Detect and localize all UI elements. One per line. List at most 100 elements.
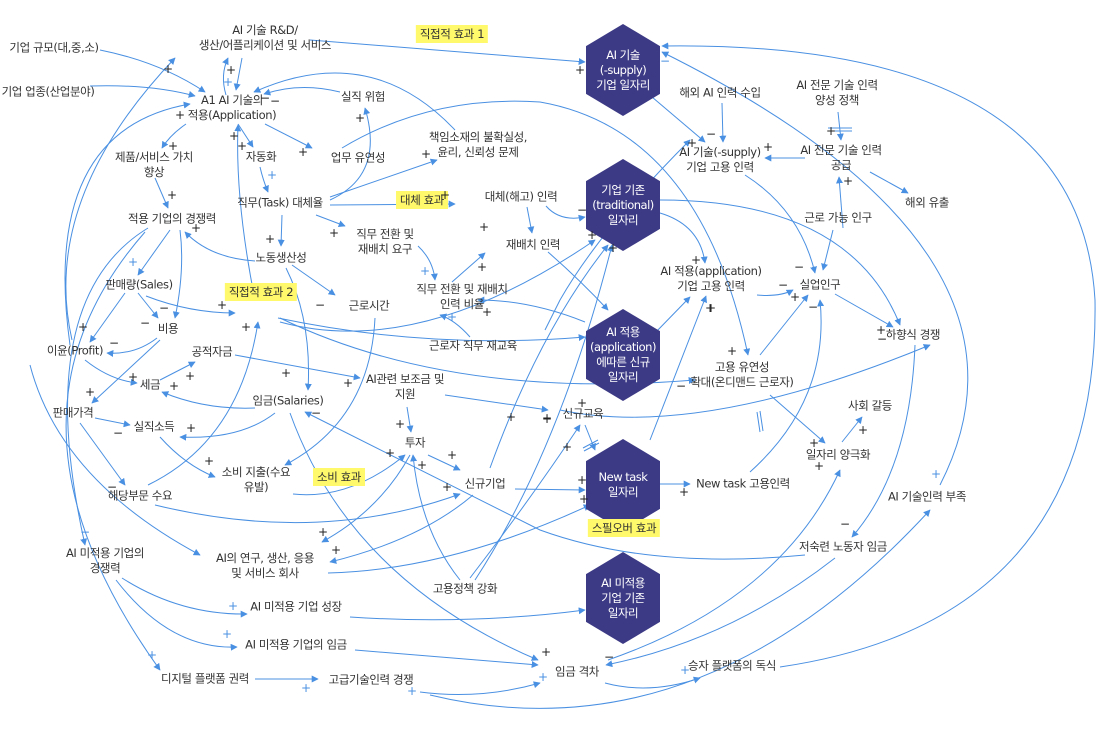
effect-label-direct2: 직접적 효과 2 bbox=[224, 283, 298, 301]
positive-polarity-sign: + bbox=[690, 253, 702, 267]
delay-mark bbox=[828, 127, 852, 132]
variable-employment-policy: 고용정책 강화 bbox=[433, 582, 498, 597]
delay-mark bbox=[582, 439, 600, 452]
variable-label-line: 적용(Application) bbox=[187, 108, 277, 122]
variable-label-line: AI관련 보조금 및 bbox=[365, 372, 445, 386]
variable-label-line: 직무(Task) 대체율 bbox=[237, 195, 323, 210]
variable-label-line: 근로자 직무 재교육 bbox=[429, 338, 517, 353]
variable-label-line: 실직소득 bbox=[133, 419, 175, 434]
variable-flexibility: 업무 유연성 bbox=[331, 151, 386, 166]
variable-label-line: 공적자금 bbox=[191, 344, 233, 359]
positive-polarity-sign: + bbox=[446, 448, 458, 462]
causal-link-arrow bbox=[659, 212, 708, 264]
positive-polarity-sign: + bbox=[857, 423, 869, 437]
positive-polarity-sign: + bbox=[264, 232, 276, 246]
negative-polarity-sign: − bbox=[269, 94, 281, 108]
variable-winner-platform: 승자 플랫폼의 독식 bbox=[688, 659, 776, 674]
positive-polarity-sign: + bbox=[446, 310, 458, 324]
variable-label-line: AI 기술 R&D/ bbox=[232, 23, 298, 37]
causal-link-arrow bbox=[263, 86, 341, 96]
causal-link-arrow bbox=[661, 51, 969, 486]
variable-talent-shortage: AI 기술인력 부족 bbox=[888, 490, 966, 505]
positive-polarity-sign: + bbox=[236, 139, 248, 153]
positive-polarity-sign: + bbox=[84, 385, 96, 399]
causal-link-arrow bbox=[419, 681, 541, 696]
positive-polarity-sign: + bbox=[586, 228, 598, 242]
causal-link-arrow bbox=[147, 321, 261, 486]
variable-salaries: 임금(Salaries) bbox=[253, 394, 324, 409]
causal-link-arrow bbox=[469, 424, 581, 579]
causal-link-arrow bbox=[451, 252, 486, 283]
causal-link-arrow bbox=[65, 231, 161, 671]
causal-link-arrow bbox=[292, 454, 406, 496]
causal-link-arrow bbox=[851, 344, 916, 538]
variable-new-firms: 신규기업 bbox=[465, 477, 506, 492]
causal-link-arrow bbox=[410, 454, 461, 581]
causal-link-arrow bbox=[604, 676, 701, 689]
causal-link-arrow bbox=[756, 289, 794, 297]
positive-polarity-sign: + bbox=[419, 264, 431, 278]
causal-link-arrow bbox=[115, 579, 238, 651]
variable-label-line: 유발) bbox=[243, 480, 269, 494]
variable-label-line: 기업 업종(산업분야) bbox=[1, 84, 95, 99]
variable-label-line: 이윤(Profit) bbox=[46, 343, 104, 358]
positive-polarity-sign: + bbox=[678, 485, 690, 499]
causal-link-arrow bbox=[99, 49, 206, 93]
variable-label-line: 지원 bbox=[394, 387, 416, 401]
variable-label-line: 대체(해고) 인력 bbox=[484, 189, 558, 204]
negative-polarity-sign: − bbox=[603, 650, 615, 664]
variable-public-fund: 공적자금 bbox=[192, 345, 233, 360]
causal-link-arrow bbox=[341, 100, 751, 356]
positive-polarity-sign: + bbox=[762, 140, 774, 154]
causal-link-arrow bbox=[526, 206, 535, 234]
variable-nonadopt-wage: AI 미적용 기업의 임금 bbox=[245, 638, 347, 653]
causal-link-arrow bbox=[719, 102, 727, 143]
positive-polarity-sign: + bbox=[574, 63, 586, 77]
causal-link-arrow bbox=[321, 454, 411, 543]
variable-platform-power: 디지털 플랫폼 권력 bbox=[161, 672, 249, 687]
positive-polarity-sign: + bbox=[561, 440, 573, 454]
variable-label-line: AI 기술인력 부족 bbox=[887, 489, 967, 504]
variable-label-line: 확대(온디맨드 근로자) bbox=[690, 375, 794, 389]
variable-label-line: 양성 정책 bbox=[815, 93, 859, 107]
positive-polarity-sign: + bbox=[168, 379, 180, 393]
variable-label-line: 세금 bbox=[139, 377, 161, 392]
positive-polarity-sign: + bbox=[190, 221, 202, 235]
variable-label-line: AI 전문 기술 인력 bbox=[796, 78, 878, 92]
job-category-label-line: 기업 기존 bbox=[601, 590, 645, 605]
variable-foreign-import: 해외 AI 인력 수입 bbox=[679, 86, 761, 101]
positive-polarity-sign: + bbox=[127, 255, 139, 269]
causal-link-arrow bbox=[259, 166, 269, 193]
causal-link-arrow bbox=[769, 394, 826, 444]
variable-cost: 비용 bbox=[158, 322, 179, 337]
causal-link-arrow bbox=[759, 294, 809, 356]
negative-polarity-sign: − bbox=[79, 525, 91, 539]
job-category-hex-traditional: 기업 기존(traditional)일자리 bbox=[586, 159, 660, 251]
positive-polarity-sign: + bbox=[280, 366, 292, 380]
variable-label-line: 생산/어플리케이션 및 서비스 bbox=[198, 38, 332, 52]
job-category-label-line: AI 미적용 bbox=[601, 575, 645, 590]
variable-label-line: 노동생산성 bbox=[255, 250, 307, 265]
causal-link-arrow bbox=[67, 227, 149, 546]
causal-link-arrow bbox=[172, 229, 183, 319]
causal-link-arrow bbox=[427, 454, 461, 471]
variable-task-sub: 직무(Task) 대체율 bbox=[237, 196, 323, 211]
variable-label-line: 공급 bbox=[830, 158, 852, 172]
positive-polarity-sign: + bbox=[704, 301, 716, 315]
causal-link-arrow bbox=[327, 504, 591, 574]
negative-polarity-sign: − bbox=[310, 406, 322, 420]
negative-polarity-sign: − bbox=[675, 379, 687, 393]
positive-polarity-sign: + bbox=[77, 320, 89, 334]
causal-link-arrow bbox=[234, 124, 256, 301]
causal-link-arrow bbox=[264, 123, 313, 149]
causal-link-arrow bbox=[145, 295, 236, 317]
positive-polarity-sign: + bbox=[216, 298, 228, 312]
variable-label-line: 경쟁력 bbox=[89, 561, 121, 575]
causal-link-arrow bbox=[79, 422, 126, 486]
positive-polarity-sign: + bbox=[328, 226, 340, 240]
causal-link-arrow bbox=[279, 239, 596, 332]
